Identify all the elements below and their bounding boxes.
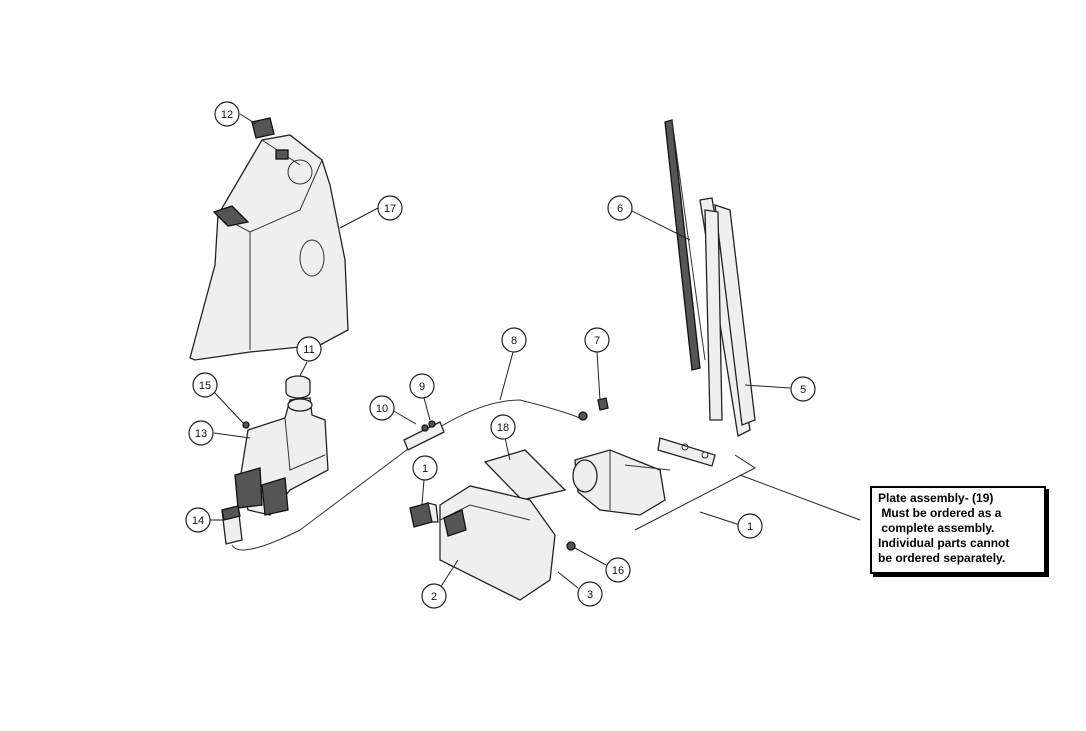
callout-15: 15: [192, 372, 218, 398]
wiper-motor: [572, 449, 671, 516]
part-2-cover: [439, 485, 556, 601]
assembly-bracket-line: [634, 454, 756, 531]
callout-6: 6: [607, 195, 633, 221]
callout-2: 2: [421, 583, 447, 609]
note-line-1: Plate assembly- (19): [878, 491, 994, 505]
callout-10: 10: [369, 395, 395, 421]
svg-text:3: 3: [587, 589, 593, 601]
callout-1-switch: 1: [412, 455, 438, 481]
part-6-wiper-blade: [664, 119, 706, 371]
part-16-grommet: [566, 541, 576, 551]
svg-text:1: 1: [422, 463, 428, 475]
callout-9: 9: [409, 373, 435, 399]
note-line-3: complete assembly.: [878, 521, 995, 535]
svg-text:1: 1: [747, 521, 753, 533]
callout-12: 12: [214, 101, 240, 127]
svg-text:18: 18: [497, 422, 509, 434]
part-12-clip: [251, 117, 275, 139]
part-1-switch: [409, 502, 439, 528]
svg-text:17: 17: [384, 203, 396, 215]
part-14-pump: [221, 505, 243, 545]
note-line-4: Individual parts cannot: [878, 536, 1010, 550]
ordering-note-box: Plate assembly- (19) Must be ordered as …: [870, 486, 1046, 574]
svg-text:8: 8: [511, 335, 517, 347]
svg-text:13: 13: [195, 428, 207, 440]
svg-text:9: 9: [419, 381, 425, 393]
callout-13: 13: [188, 420, 214, 446]
svg-text:11: 11: [303, 344, 314, 356]
part-17-cowl-panel: [189, 134, 349, 361]
leader-lines: [210, 113, 861, 589]
callout-18: 18: [490, 414, 516, 440]
svg-text:5: 5: [800, 384, 806, 396]
svg-text:2: 2: [431, 591, 437, 603]
part-15-screw: [242, 421, 250, 429]
callout-17: 17: [377, 195, 403, 221]
plate-19: [657, 437, 716, 467]
note-line-5: be ordered separately.: [878, 551, 1006, 565]
callout-5: 5: [790, 376, 816, 402]
svg-text:10: 10: [376, 403, 388, 415]
svg-text:16: 16: [612, 565, 624, 577]
svg-text:6: 6: [617, 203, 623, 215]
callout-8: 8: [501, 327, 527, 353]
part-18-label: [483, 449, 567, 501]
callout-11: 11: [296, 336, 322, 362]
callout-7: 7: [584, 327, 610, 353]
svg-text:15: 15: [199, 380, 211, 392]
callout-14: 14: [185, 507, 211, 533]
svg-text:12: 12: [221, 109, 233, 121]
part-8-washer-hose: [231, 399, 588, 551]
note-line-2: Must be ordered as a: [878, 506, 1002, 520]
part-11-cap: [285, 375, 311, 399]
svg-text:7: 7: [594, 335, 600, 347]
part-5-wiper-arm: [699, 197, 756, 437]
part-7-nozzle: [597, 397, 609, 411]
callout-3: 3: [577, 581, 603, 607]
callout-1-motor: 1: [737, 513, 763, 539]
part-9-10-connector: [403, 420, 445, 451]
callout-16: 16: [605, 557, 631, 583]
part-13-reservoir: [234, 397, 329, 516]
svg-text:14: 14: [192, 515, 204, 527]
